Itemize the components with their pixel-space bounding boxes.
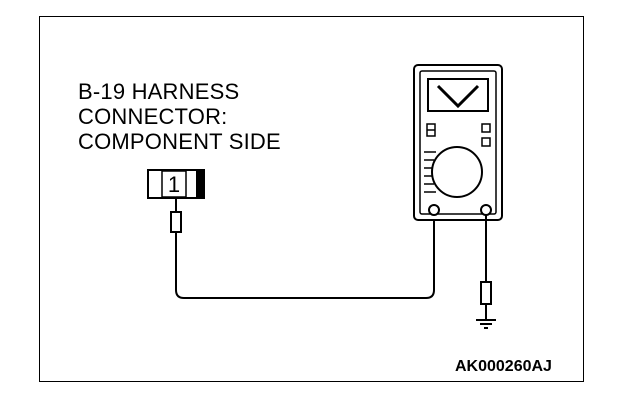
meter-button-top <box>481 123 491 133</box>
connector-label-line-3: COMPONENT SIDE <box>78 129 281 154</box>
connector-label-line-1: B-19 HARNESS <box>78 79 240 104</box>
ground-probe <box>480 281 492 320</box>
connector-pin-cavity <box>161 170 187 198</box>
lead-wire-positive <box>175 214 435 299</box>
test-probe-icon <box>170 198 182 233</box>
meter-button-bottom <box>481 137 491 147</box>
meter-inner-case <box>419 70 497 215</box>
connector-pin-number: 1 <box>168 172 180 197</box>
probe-handle <box>170 211 182 233</box>
connector-label-line-2: CONNECTOR: <box>78 104 228 129</box>
connector-lock-tab <box>196 170 204 198</box>
meter-display-indicator <box>436 84 480 109</box>
ground-icon <box>476 319 496 329</box>
connector-label: B-19 HARNESS CONNECTOR: COMPONENT SIDE <box>78 79 281 154</box>
multimeter-icon <box>413 64 503 221</box>
meter-jack-positive <box>428 204 440 216</box>
harness-connector: 1 <box>147 169 205 199</box>
diagram-frame <box>39 16 584 382</box>
figure-code: AK000260AJ <box>455 358 552 375</box>
meter-selector-dial <box>431 146 483 198</box>
ground-probe-handle <box>480 281 492 305</box>
meter-jack-negative <box>480 204 492 216</box>
